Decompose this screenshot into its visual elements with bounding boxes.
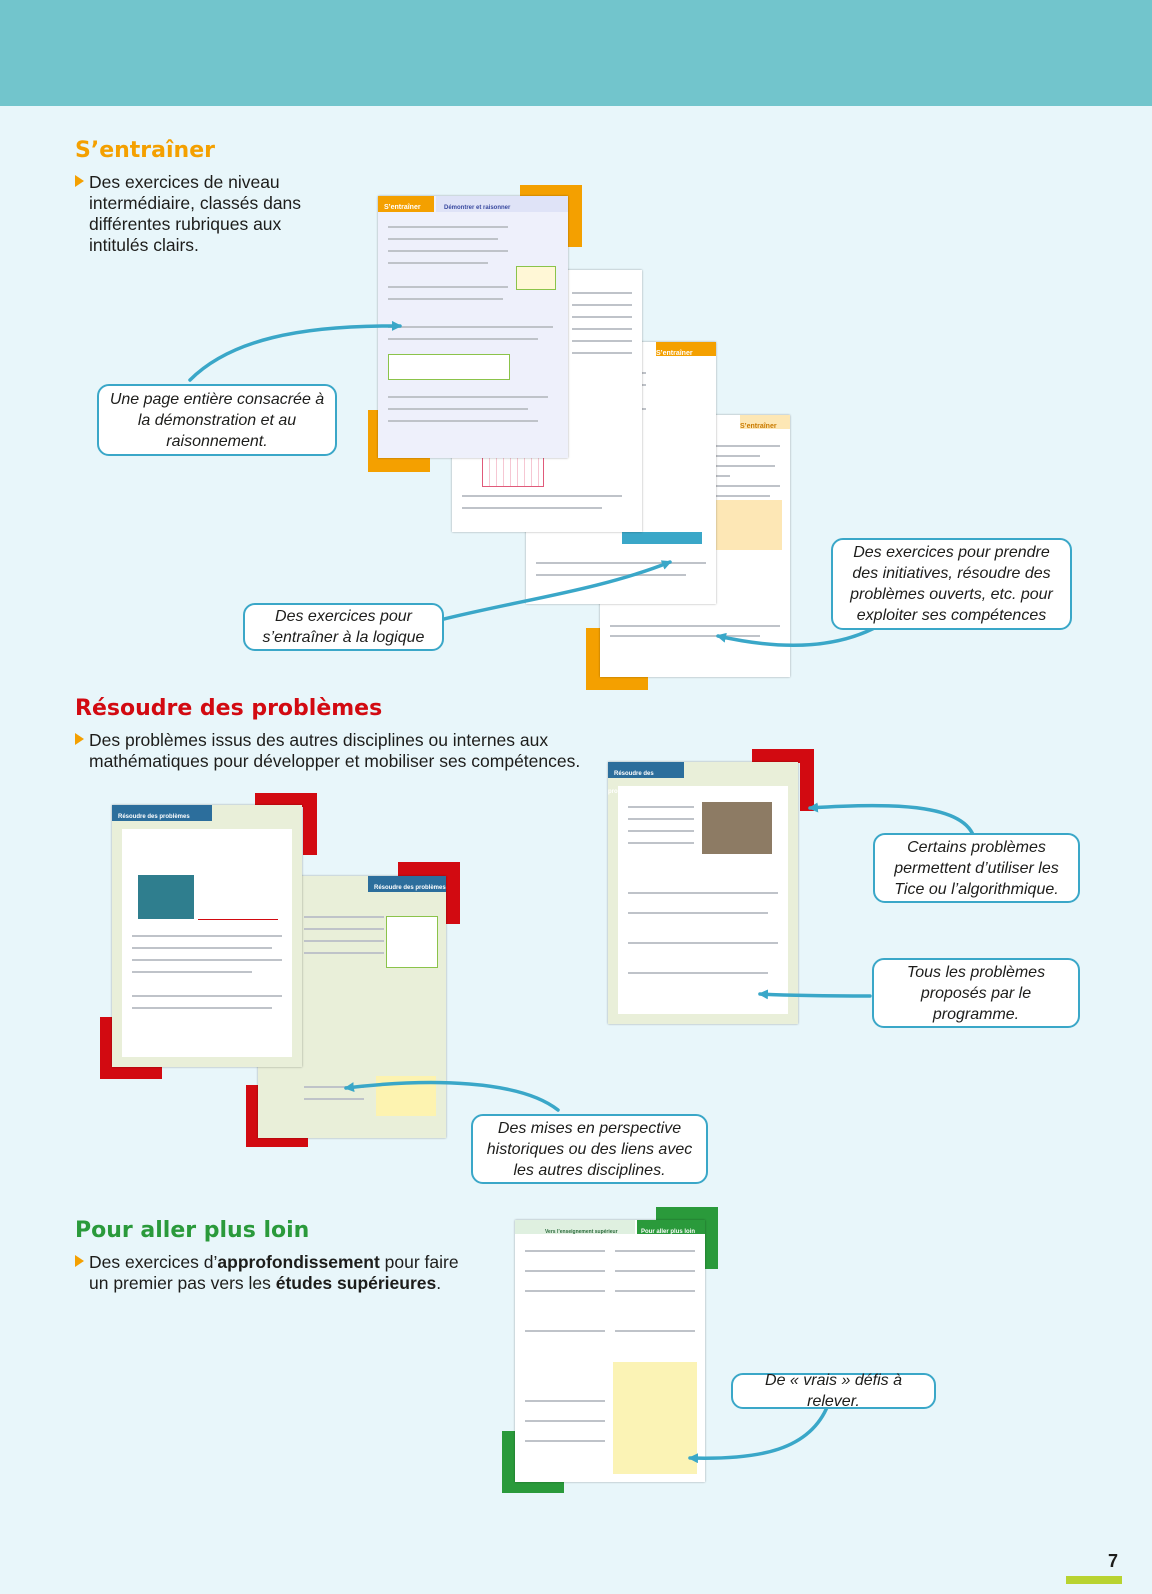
section-title-entrainer: S’entraîner bbox=[75, 138, 215, 163]
thumbnail-header: S’entraîner bbox=[384, 204, 421, 211]
thumbnail-page-plus-loin: Vers l’enseignement supérieur Pour aller… bbox=[515, 1220, 705, 1482]
red-corner-decoration bbox=[255, 793, 317, 855]
section-text-problemes: Des problèmes issus des autres disciplin… bbox=[75, 730, 609, 772]
green-corner-decoration bbox=[656, 1207, 718, 1269]
callout-initiatives: Des exercices pour prendre des initiativ… bbox=[831, 538, 1072, 630]
thumbnail-challenge-box bbox=[613, 1362, 697, 1474]
arrow-logique bbox=[438, 560, 672, 622]
thumbnail-graph bbox=[386, 916, 438, 968]
arrow-defis bbox=[688, 1403, 830, 1464]
arrow-tice bbox=[808, 802, 977, 844]
thumbnail-header: Résoudre des problèmes bbox=[374, 885, 446, 891]
section-text-plus-loin: Des exercices d’approfondissement pour f… bbox=[75, 1252, 479, 1294]
green-corner-decoration bbox=[502, 1431, 564, 1493]
orange-corner-decoration bbox=[586, 628, 648, 690]
thumbnail-photo bbox=[702, 802, 772, 854]
red-corner-decoration bbox=[398, 862, 460, 924]
thumbnail-banner bbox=[622, 532, 702, 544]
thumbnail-header: Vers l’enseignement supérieur bbox=[545, 1229, 618, 1235]
section-text-problemes-content: Des problèmes issus des autres disciplin… bbox=[89, 730, 581, 771]
thumbnail-page-entrainer-a: S’entraîner Démontrer et raisonner bbox=[378, 196, 568, 458]
arrow-initiatives bbox=[716, 620, 887, 647]
callout-programme: Tous les problèmes proposés par le progr… bbox=[872, 958, 1080, 1028]
orange-corner-decoration bbox=[520, 185, 582, 247]
section-title-problemes: Résoudre des problèmes bbox=[75, 696, 383, 721]
bullet-arrow-icon bbox=[75, 175, 84, 187]
arrow-programme bbox=[758, 989, 872, 1000]
thumbnail-body bbox=[122, 829, 292, 1057]
thumbnail-table bbox=[712, 500, 782, 550]
section-text-bold: approfondissement bbox=[217, 1252, 380, 1272]
thumbnail-page-probleme-c: Résoudre des problèmes bbox=[608, 762, 798, 1024]
thumbnail-header: Pour aller plus loin bbox=[641, 1229, 696, 1235]
red-corner-decoration bbox=[752, 749, 814, 811]
page-number-underline bbox=[1066, 1576, 1122, 1584]
section-text-part: . bbox=[436, 1273, 442, 1293]
arrow-historiques bbox=[344, 1080, 560, 1112]
section-text-entrainer: Des exercices de niveau intermédiaire, c… bbox=[75, 172, 329, 256]
bullet-arrow-icon bbox=[75, 1255, 84, 1267]
section-title-plus-loin: Pour aller plus loin bbox=[75, 1218, 310, 1243]
callout-defis: De « vrais » défis à relever. bbox=[731, 1372, 936, 1410]
callout-historiques: Des mises en perspective historiques ou … bbox=[471, 1114, 708, 1184]
thumbnail-page-probleme-a: Résoudre des problèmes bbox=[112, 805, 302, 1067]
red-corner-decoration bbox=[100, 1017, 162, 1079]
thumbnail-subheader: Démontrer et raisonner bbox=[444, 205, 511, 211]
thumbnail-header: S’entraîner bbox=[740, 423, 777, 430]
callout-demonstration: Une page entière consacrée à la démonstr… bbox=[97, 384, 337, 456]
top-banner bbox=[0, 0, 1152, 106]
section-text-part: pour faire un premier pas vers les bbox=[89, 1252, 459, 1293]
section-text-entrainer-content: Des exercices de niveau intermédiaire, c… bbox=[89, 172, 302, 255]
arrow-demonstration bbox=[188, 320, 402, 382]
callout-logique: Des exercices pour s’entraîner à la logi… bbox=[243, 603, 444, 651]
thumbnail-header: S’entraîner bbox=[656, 350, 693, 357]
thumbnail-curve bbox=[198, 875, 278, 920]
section-text-bold: études supérieures bbox=[275, 1273, 437, 1293]
callout-tice: Certains problèmes permettent d’utiliser… bbox=[873, 833, 1080, 903]
thumbnail-photo bbox=[138, 875, 194, 919]
page-number: 7 bbox=[1107, 1551, 1118, 1571]
bullet-arrow-icon bbox=[75, 733, 84, 745]
thumbnail-header: Résoudre des problèmes bbox=[118, 814, 190, 820]
thumbnail-box bbox=[388, 354, 510, 380]
section-text-part: Des exercices d’ bbox=[89, 1252, 218, 1272]
thumbnail-note bbox=[516, 266, 556, 290]
